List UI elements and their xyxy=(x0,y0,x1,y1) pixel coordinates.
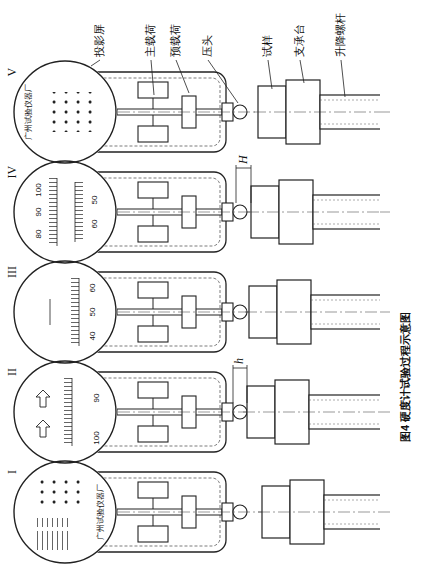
screen-outline xyxy=(13,360,117,464)
stage-numeral: III xyxy=(6,266,18,278)
part-label: 升降螺杆 xyxy=(335,13,346,57)
projection-screen: 80 90 100 60 50 xyxy=(13,160,117,264)
scale-number: 90 xyxy=(35,208,43,217)
maker-name: 广州试验仪器厂 xyxy=(25,84,33,140)
part-label: 预载荷 xyxy=(170,24,181,57)
projection-screen: 40 50 60 xyxy=(13,260,117,364)
projection-screen: 100 90 xyxy=(13,360,117,464)
scale-number: 80 xyxy=(35,230,43,239)
scale-number: 100 xyxy=(93,431,101,444)
stage-numeral: II xyxy=(6,368,18,376)
projection-screen: 广州试验仪器厂 xyxy=(13,460,117,564)
scale-number: 60 xyxy=(91,220,99,229)
projection-screen: 广州试验仪器厂 xyxy=(13,60,117,164)
stage-numeral: V xyxy=(6,68,18,77)
scale-number: 60 xyxy=(89,284,97,293)
scale-number: 40 xyxy=(89,332,97,341)
figure-caption: 图4 硬度计试验过程示意图 xyxy=(400,312,411,442)
scale-number: 100 xyxy=(35,183,43,196)
screen-outline xyxy=(13,260,117,364)
scale-number: 50 xyxy=(89,308,97,317)
leader-lines xyxy=(91,60,345,103)
part-label: 试样 xyxy=(262,35,273,57)
part-label: 压头 xyxy=(202,35,213,57)
scale-number: 50 xyxy=(91,196,99,205)
specimen-stands xyxy=(243,80,380,544)
part-label: 投影屏 xyxy=(94,24,105,57)
scale-number: 90 xyxy=(93,394,101,403)
part-label: 支承台 xyxy=(294,24,305,57)
stage-numeral: IV xyxy=(6,166,18,179)
dimension-lines xyxy=(233,165,251,403)
dimension-label: H xyxy=(237,155,249,164)
screen-outline xyxy=(13,160,117,264)
dimension-label: h xyxy=(233,358,245,364)
stage-numeral: I xyxy=(6,470,18,474)
maker-name: 广州试验仪器厂 xyxy=(97,484,105,540)
part-label: 主载荷 xyxy=(145,24,156,57)
